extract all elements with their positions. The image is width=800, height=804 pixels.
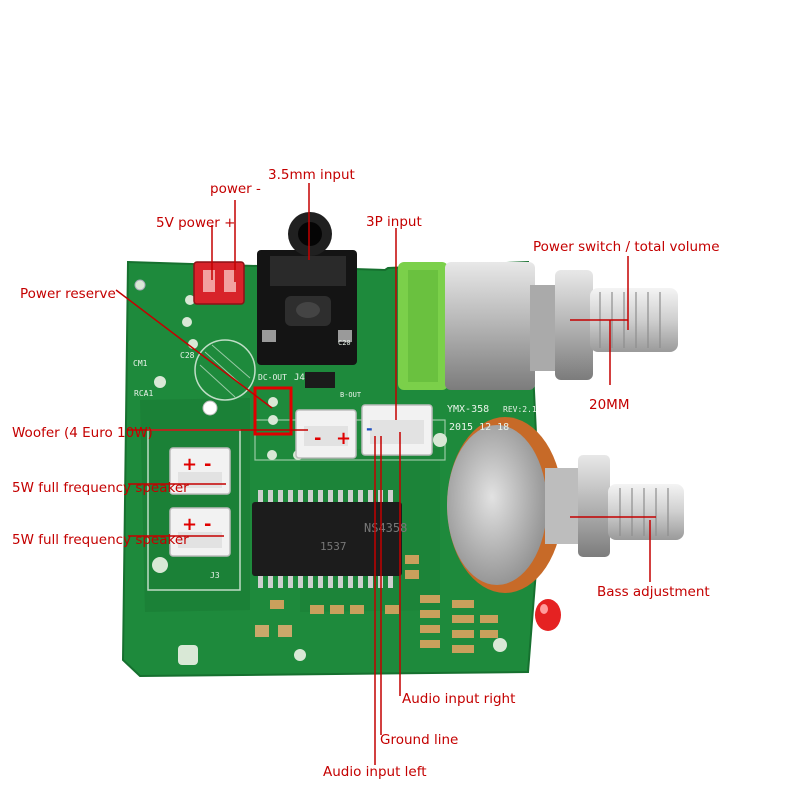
speaker-bottom-plus: + bbox=[182, 514, 197, 535]
chip-label-1: NS4358 bbox=[364, 521, 407, 535]
amplifier-chip bbox=[252, 490, 402, 588]
label-three-p-input: 3P input bbox=[366, 214, 422, 230]
power-reserve-highlight bbox=[253, 386, 293, 436]
audio-jack bbox=[257, 212, 357, 365]
board-c20: C20 bbox=[338, 339, 351, 347]
board-date: 2015 12 18 bbox=[449, 422, 509, 433]
board-model: YMX-358 bbox=[447, 404, 489, 415]
volume-potentiometer bbox=[398, 262, 678, 390]
board-b-out: B-OUT bbox=[340, 391, 362, 399]
bass-potentiometer bbox=[447, 417, 684, 593]
label-audio-left: Audio input left bbox=[323, 764, 427, 780]
board-revision: REV:2.1 bbox=[503, 405, 537, 414]
board-j3: J3 bbox=[210, 571, 220, 580]
speaker-bottom-minus: - bbox=[204, 514, 211, 535]
reserve-pad bbox=[268, 397, 278, 407]
label-power-plus: 5V power + bbox=[156, 215, 236, 231]
speaker-top-plus: + bbox=[182, 454, 197, 475]
annotation-lines bbox=[115, 183, 656, 765]
speaker-connector-top bbox=[169, 447, 231, 495]
board-j4: J4 bbox=[294, 373, 305, 383]
chip-label-2: 1537 bbox=[320, 540, 347, 553]
label-woofer: Woofer (4 Euro 10W) bbox=[12, 425, 153, 441]
reserve-pad bbox=[268, 415, 278, 425]
woofer-plus: + bbox=[336, 428, 351, 449]
woofer-minus: - bbox=[314, 428, 321, 449]
label-bass: Bass adjustment bbox=[597, 584, 710, 600]
power-led bbox=[535, 599, 561, 631]
label-power-switch: Power switch / total volume bbox=[533, 239, 720, 255]
three-pin-connector bbox=[361, 404, 433, 456]
label-speaker-top: 5W full frequency speaker bbox=[12, 480, 189, 496]
speaker-top-minus: - bbox=[204, 454, 211, 475]
board-cm1: CM1 bbox=[133, 359, 148, 368]
three-pin-minus: - bbox=[366, 419, 373, 438]
smd-component bbox=[305, 372, 335, 388]
label-20mm: 20MM bbox=[589, 397, 630, 413]
woofer-connector bbox=[295, 409, 357, 459]
board-c28: C28 bbox=[180, 351, 195, 360]
label-audio-right: Audio input right bbox=[402, 691, 516, 707]
board-rca1: RCA1 bbox=[134, 389, 153, 398]
label-ground: Ground line bbox=[380, 732, 459, 748]
label-power-minus: power - bbox=[210, 181, 261, 197]
line-power-reserve bbox=[115, 289, 273, 409]
label-speaker-bottom: 5W full frequency speaker bbox=[12, 532, 189, 548]
label-power-reserve: Power reserve bbox=[20, 286, 116, 302]
board-dc-out: DC-OUT bbox=[258, 373, 287, 382]
label-jack-input: 3.5mm input bbox=[268, 167, 355, 183]
power-connector bbox=[193, 261, 245, 305]
polarity-signs: - + - + - + - bbox=[182, 419, 373, 535]
